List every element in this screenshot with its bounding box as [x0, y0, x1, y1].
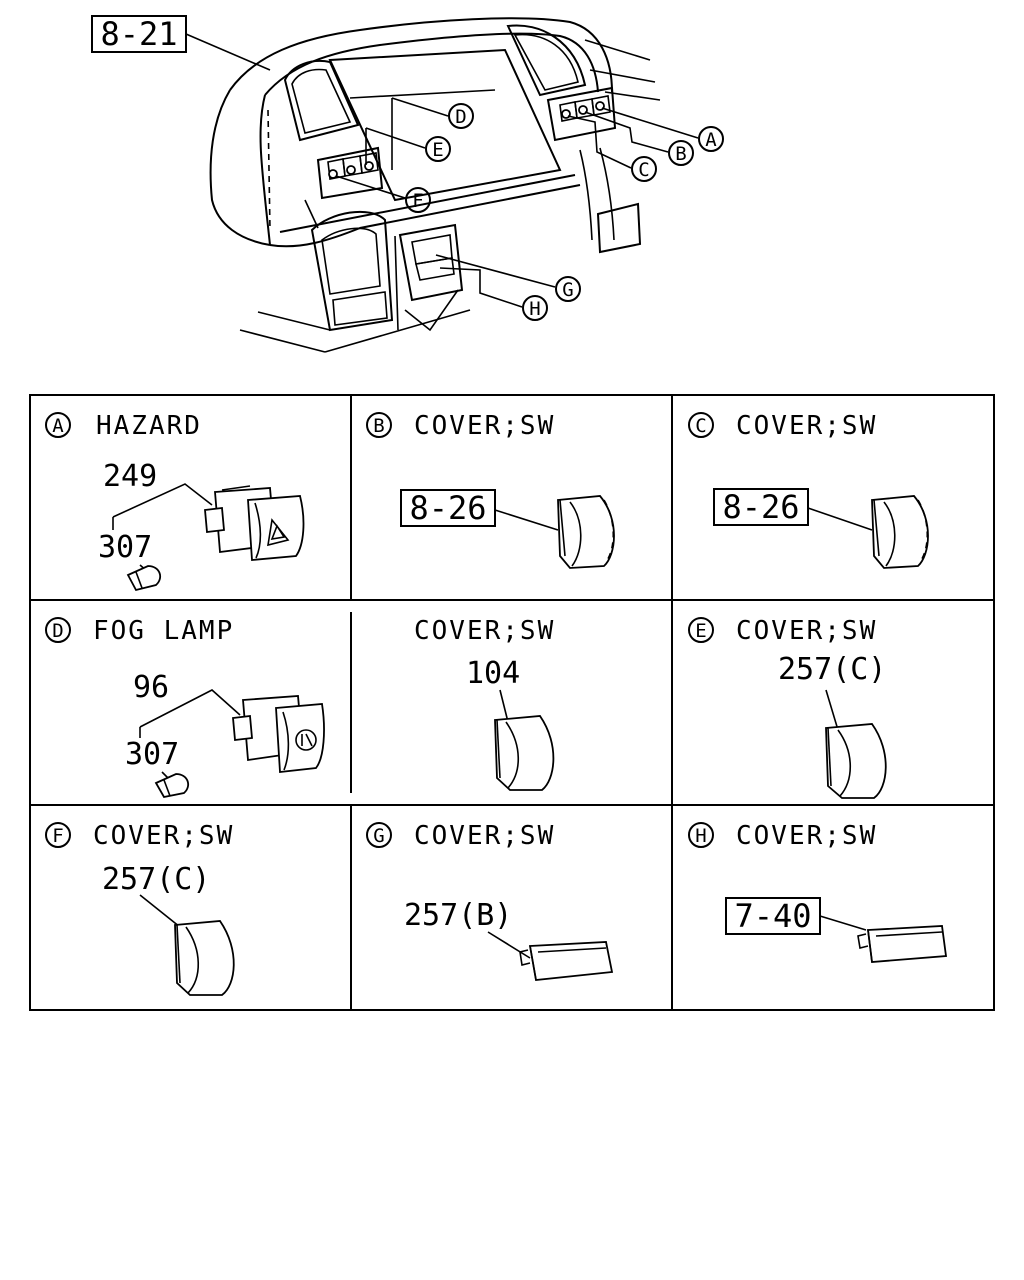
cell-a-label-307: 307 — [98, 530, 152, 565]
cell-b-cover-sw: B COVER;SW 8-26 — [366, 411, 615, 569]
cell-g-label: 257(B) — [404, 898, 512, 933]
overview-ref-text: 8-21 — [100, 15, 177, 53]
cell-g-letter: G — [373, 825, 384, 847]
cell-h-letter: H — [695, 825, 706, 847]
callout-d: D — [455, 106, 466, 128]
cell-b-title: COVER;SW — [414, 411, 555, 441]
cell-f-letter: F — [52, 825, 63, 847]
cover-drawing-b — [557, 495, 615, 569]
instrument-panel-overview — [209, 17, 661, 353]
cell-a-label-249: 249 — [103, 459, 157, 494]
hazard-switch-drawing — [204, 485, 305, 561]
cell-d-label-96: 96 — [133, 670, 169, 705]
cell-d-letter: D — [52, 620, 63, 642]
cell-a-hazard: A HAZARD 249 307 — [45, 411, 305, 592]
cover-drawing-104 — [494, 715, 555, 791]
cover-drawing-h — [857, 925, 948, 963]
fog-lamp-switch-drawing — [232, 695, 325, 773]
cell-e-title: COVER;SW — [736, 616, 877, 646]
bulb-drawing-d — [154, 773, 190, 799]
cell-h-cover-sw: H COVER;SW 7-40 — [688, 821, 948, 963]
cell-e-label: 257(C) — [778, 652, 886, 687]
callout-h: H — [529, 298, 540, 320]
cell-h-title: COVER;SW — [736, 821, 877, 851]
cell-104-label: 104 — [466, 656, 520, 691]
callout-b: B — [675, 143, 686, 165]
cover-drawing-f — [174, 920, 235, 996]
cell-c-title: COVER;SW — [736, 411, 877, 441]
cell-a-title: HAZARD — [96, 411, 202, 441]
cover-drawing-e — [825, 723, 887, 799]
parts-grid — [29, 394, 995, 1011]
callout-c: C — [638, 159, 649, 181]
callout-g: G — [562, 279, 573, 301]
bulb-drawing — [126, 565, 162, 592]
cell-d-fog-lamp: D FOG LAMP 96 307 — [45, 616, 325, 799]
cell-d-label-307: 307 — [125, 737, 179, 772]
cell-104-title: COVER;SW — [414, 616, 555, 646]
cell-f-title: COVER;SW — [93, 821, 234, 851]
cell-c-letter: C — [695, 415, 706, 437]
cell-g-title: COVER;SW — [414, 821, 555, 851]
callout-e: E — [432, 139, 443, 161]
cell-cover-sw-104: COVER;SW 104 — [414, 616, 555, 791]
cell-e-cover-sw: E COVER;SW 257(C) — [688, 616, 887, 799]
cell-b-ref: 8-26 — [409, 489, 486, 527]
cover-drawing-g — [519, 941, 614, 981]
overview-ref-box: 8-21 — [91, 15, 271, 71]
cell-a-letter: A — [52, 415, 64, 437]
overview-callouts: D E F A B C G H — [335, 97, 724, 321]
callout-a: A — [705, 129, 717, 151]
cell-c-cover-sw: C COVER;SW 8-26 — [688, 411, 929, 569]
cell-g-cover-sw: G COVER;SW 257(B) — [366, 821, 614, 981]
cell-e-letter: E — [695, 620, 706, 642]
cell-c-ref: 8-26 — [722, 488, 799, 526]
callout-f: F — [412, 190, 423, 212]
cell-f-cover-sw: F COVER;SW 257(C) — [45, 821, 235, 996]
cell-d-title: FOG LAMP — [93, 616, 234, 646]
cell-h-ref: 7-40 — [734, 897, 811, 935]
cover-drawing-c — [871, 495, 929, 569]
cell-b-letter: B — [373, 415, 384, 437]
cell-f-label: 257(C) — [102, 862, 210, 897]
